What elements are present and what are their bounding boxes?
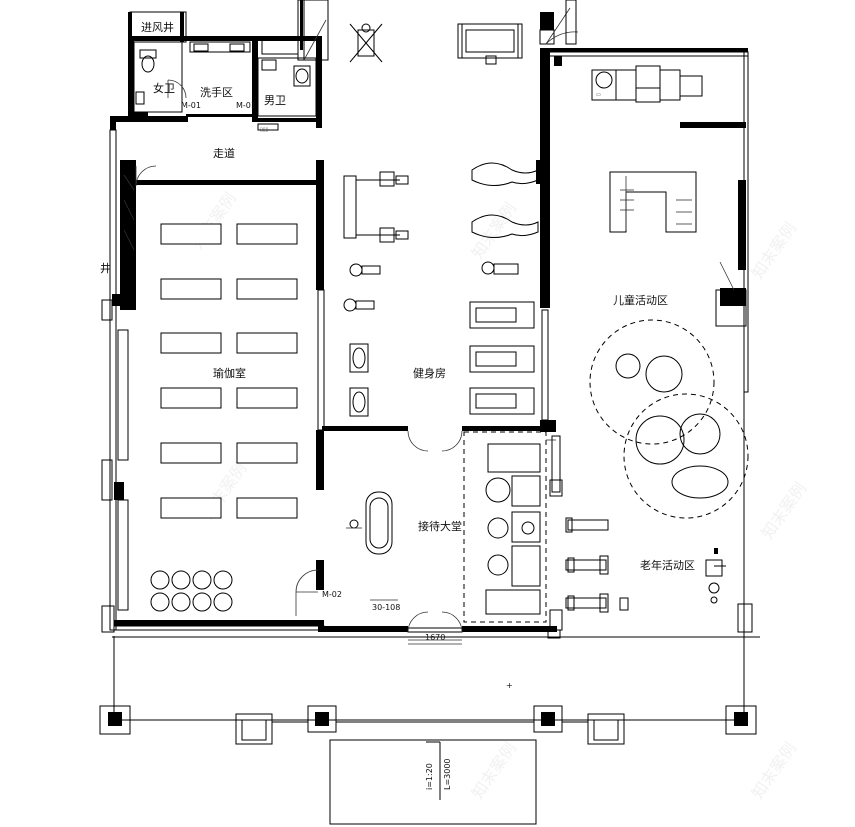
label-corridor: 走道 [213,146,235,160]
watermark-3: 知末案例 [748,219,800,282]
kids-equipment: ▭ [589,65,749,519]
door-tag-m02: M-02 [322,590,342,599]
sink-note: ▯▯▯ [260,127,269,133]
watermark-5: 知末案例 [758,479,810,542]
door-code: 30-108 [372,603,400,612]
label-kids-area: 儿童活动区 [613,293,668,307]
label-mens-wc: 男卫 [264,94,286,107]
label-air-shaft: 进风井 [141,20,174,34]
ramp-length: L=3000 [443,758,452,790]
label-elderly-area: 老年活动区 [640,558,695,572]
entrance-width: 1670 [425,633,445,642]
room-labels: 进风井 女卫 洗手区 男卫 走道 瑜伽室 健身房 接待大堂 儿童活动区 老年活动… [100,20,695,572]
label-gym: 健身房 [413,366,446,380]
elderly-equipment [565,517,726,613]
hopscotch-mark: ▭ [596,92,601,98]
terrace: i=1:20 L=3000 + [99,392,760,825]
door-tag-m01-left: M-01 [181,101,201,110]
annotations: M-01 M-01 M-02 30-108 1670 [115,101,462,645]
watermark-6: 知末案例 [468,739,520,802]
label-reception-hall: 接待大堂 [418,519,462,533]
label-shaft-fragment: 井 [100,261,111,275]
cross-marker: + [506,681,513,690]
restroom-block: ▯▯▯ [128,0,329,133]
ramp-slope: i=1:20 [425,763,434,790]
gym-equipment [343,23,539,417]
walls [101,0,749,639]
reception-furniture [346,430,561,641]
label-wash-area: 洗手区 [200,85,233,99]
watermark-7: 知末案例 [748,739,800,802]
label-yoga-room: 瑜伽室 [213,366,246,380]
watermark-2: 知末案例 [468,199,520,262]
label-womens-wc: 女卫 [153,81,175,95]
door-tag-m01-right: M-01 [236,101,256,110]
yoga-mats [135,165,319,616]
